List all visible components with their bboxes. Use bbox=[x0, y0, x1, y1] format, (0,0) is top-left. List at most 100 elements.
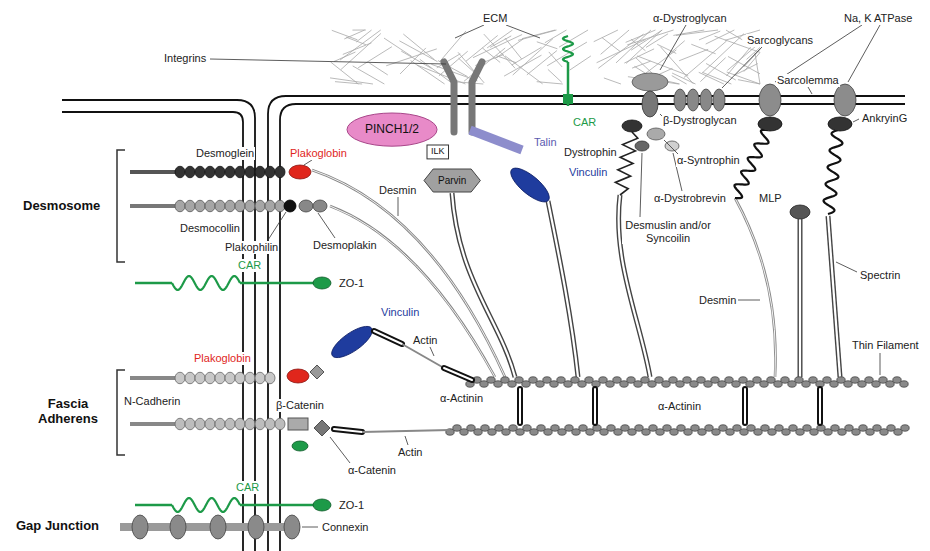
desmin-filament-core bbox=[312, 170, 505, 377]
sarcoglycan bbox=[700, 89, 712, 111]
part-label: Desmin bbox=[378, 184, 417, 197]
actin-bead bbox=[901, 425, 909, 431]
pinch-ellipse: PINCH1/2 bbox=[347, 113, 437, 146]
parvin-hexagon: Parvin bbox=[424, 169, 480, 192]
ecm-fiber bbox=[570, 56, 591, 70]
desmocollin bbox=[175, 200, 185, 212]
part-label: ECM bbox=[482, 12, 508, 25]
actinin-rod bbox=[742, 389, 748, 423]
desmoglein bbox=[255, 166, 265, 178]
part-label: MLP bbox=[758, 192, 783, 205]
desmoglein bbox=[215, 166, 225, 178]
bracket bbox=[117, 150, 125, 262]
ecm-fiber bbox=[672, 73, 695, 84]
bracket bbox=[117, 370, 125, 455]
na-k-atpase bbox=[759, 84, 781, 116]
outline bbox=[427, 145, 449, 159]
desmoglein bbox=[275, 166, 285, 178]
dystroglycan bbox=[632, 73, 668, 91]
ecm-fiber bbox=[548, 69, 562, 82]
part-label: Plakoglobin bbox=[289, 147, 348, 160]
part-label: α-Dystroglycan bbox=[652, 12, 728, 25]
ecm-fiber bbox=[549, 52, 562, 67]
n-cadherin bbox=[255, 372, 265, 384]
part-label: CAR bbox=[572, 116, 597, 129]
leader-line bbox=[836, 262, 857, 272]
n-cadherin bbox=[245, 372, 255, 384]
integrin bbox=[444, 62, 454, 132]
integrin bbox=[472, 62, 482, 132]
connexin bbox=[248, 515, 264, 539]
plakophilin bbox=[284, 200, 296, 212]
spectrin bbox=[824, 130, 843, 214]
desmocollin bbox=[275, 200, 285, 212]
ecm-fiber bbox=[703, 34, 744, 73]
part-label: Spectrin bbox=[859, 269, 901, 282]
connexin bbox=[210, 515, 226, 539]
part-label: Talin bbox=[533, 136, 558, 149]
ecm-fiber bbox=[738, 80, 760, 84]
part-label: α-Catenin bbox=[347, 464, 397, 477]
n-cadherin bbox=[205, 372, 215, 384]
cadherin-stalk bbox=[130, 422, 176, 426]
ecm-fiber bbox=[604, 78, 621, 84]
ecm-fiber bbox=[601, 30, 629, 54]
ecm-fiber bbox=[627, 30, 673, 45]
part-label: Actin bbox=[397, 446, 423, 459]
leader-line bbox=[210, 59, 446, 64]
ankyrin bbox=[828, 117, 852, 131]
outline bbox=[347, 113, 437, 146]
n-cadherin bbox=[235, 418, 245, 430]
cadherin-stalk bbox=[130, 376, 176, 380]
connexin bbox=[284, 515, 300, 539]
n-cadherin bbox=[185, 372, 195, 384]
leader-line bbox=[660, 25, 686, 70]
n-cadherin bbox=[215, 372, 225, 384]
talin-bar bbox=[470, 130, 522, 150]
part-label: Vinculin bbox=[380, 306, 420, 319]
ecm-fiber bbox=[598, 34, 643, 68]
group-label: Gap Junction bbox=[15, 519, 100, 534]
leader-line bbox=[330, 437, 350, 463]
part-label: Plakoglobin bbox=[193, 352, 252, 365]
ecm-fiber bbox=[403, 34, 434, 60]
desmoglein bbox=[195, 166, 205, 178]
leader-line bbox=[738, 300, 760, 301]
part-label: α-Syntrophin bbox=[676, 154, 741, 167]
n-cadherin bbox=[265, 418, 275, 430]
sarcolemma bbox=[268, 96, 905, 551]
cell-membrane bbox=[62, 100, 255, 551]
actinin-rod bbox=[817, 389, 823, 423]
dystroglycan bbox=[642, 91, 658, 117]
ecm-fiber bbox=[632, 61, 651, 68]
leader-line bbox=[722, 47, 762, 88]
node-text: PINCH1/2 bbox=[365, 123, 419, 136]
n-cadherin bbox=[265, 372, 275, 384]
part-label: Sarcolemma bbox=[776, 74, 840, 87]
part-label: Desmoglein bbox=[195, 147, 255, 160]
dystrophin-head bbox=[622, 120, 642, 132]
leader-line bbox=[405, 436, 408, 445]
plakoglobin bbox=[289, 165, 311, 179]
n-cadherin bbox=[185, 418, 195, 430]
desmoplakin bbox=[313, 200, 327, 212]
desmin-filament bbox=[735, 198, 776, 377]
ecm-fiber bbox=[537, 42, 558, 49]
part-label: Integrins bbox=[163, 52, 207, 65]
syntrophin bbox=[647, 128, 665, 140]
zo1 bbox=[313, 277, 331, 289]
car-protein bbox=[172, 498, 240, 512]
actinin-rod-core bbox=[374, 331, 402, 344]
part-label: Plakophilin bbox=[224, 241, 279, 254]
desmocollin bbox=[215, 200, 225, 212]
desmocollin bbox=[205, 200, 215, 212]
part-label: Desmocollin bbox=[179, 222, 241, 235]
leader-line bbox=[398, 197, 399, 216]
ecm-fiber bbox=[747, 47, 760, 59]
leader-line bbox=[848, 25, 880, 82]
ecm-fiber bbox=[439, 31, 465, 62]
n-cadherin bbox=[235, 372, 245, 384]
part-label: α-Dystrobrevin bbox=[653, 192, 727, 205]
part-label: β-Dystroglycan bbox=[662, 114, 738, 127]
